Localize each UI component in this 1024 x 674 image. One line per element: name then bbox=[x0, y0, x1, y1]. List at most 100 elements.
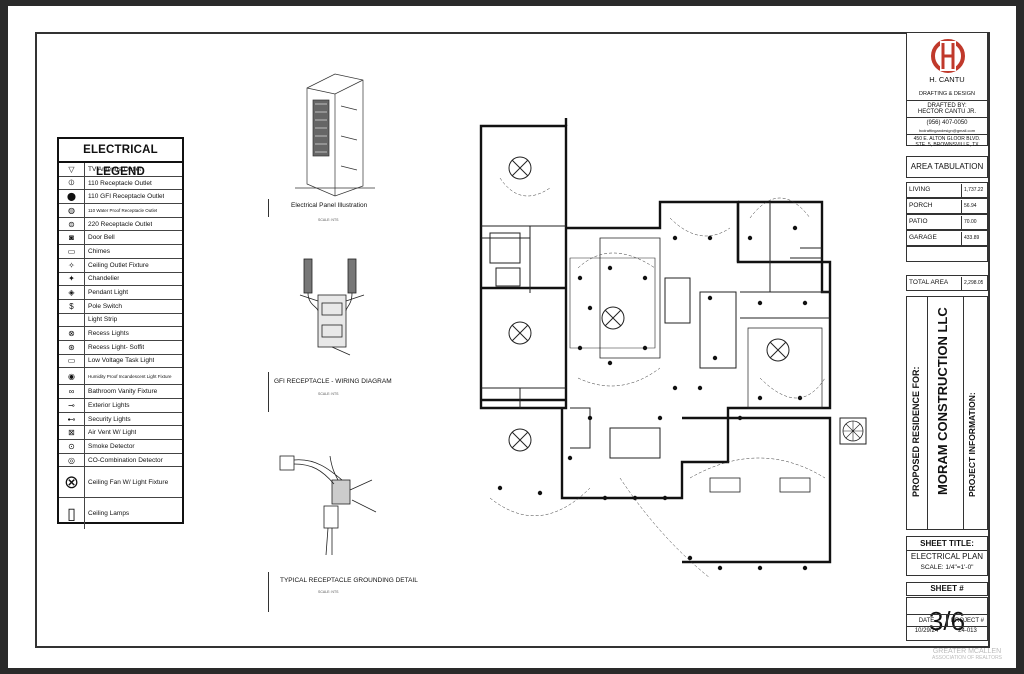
legend-label: Ceiling Lamps bbox=[88, 510, 130, 518]
recess-light-icon bbox=[607, 265, 613, 271]
date-label: DATE bbox=[906, 614, 947, 627]
sheet-border bbox=[35, 32, 990, 648]
watermark-line-2: ASSOCIATION OF REALTORS bbox=[932, 655, 1003, 661]
area-value: 1,737.22 bbox=[961, 184, 983, 198]
recess-light-icon bbox=[602, 495, 608, 501]
recess-light-icon bbox=[662, 495, 668, 501]
legend-title: ELECTRICAL LEGEND bbox=[59, 139, 182, 178]
air-vent-icon: ⊠ bbox=[59, 426, 85, 440]
recess-light-icon bbox=[672, 235, 678, 241]
legend-row: ⊙Smoke Detector bbox=[59, 440, 182, 454]
legend-label: 220 Receptacle Outlet bbox=[88, 220, 153, 228]
area-label: LIVING bbox=[909, 186, 931, 193]
legend-label: Smoke Detector bbox=[88, 442, 135, 450]
project-info-label: PROJECT INFORMATION: bbox=[967, 392, 977, 497]
recess-light-icon bbox=[717, 565, 723, 571]
legend-row: ⊗Ceiling Fan W/ Light Fixture bbox=[59, 467, 182, 499]
legend-label: Door Bell bbox=[88, 234, 115, 242]
legend-row: ⬤110 GFI Receptacle Outlet bbox=[59, 190, 182, 205]
legend-row: ∞Bathroom Vanity Fixture bbox=[59, 385, 182, 399]
legend-row: ⊠Air Vent W/ Light bbox=[59, 426, 182, 441]
legend-label: 110 Water Proof Receptacle Outlet bbox=[88, 207, 158, 213]
recess-light-icon bbox=[707, 295, 713, 301]
ceiling-outlet-icon: ✧ bbox=[59, 258, 85, 272]
company-name: H. CANTU bbox=[929, 75, 965, 84]
pole-switch-icon: $ bbox=[59, 299, 85, 313]
recess-light-icon bbox=[567, 455, 573, 461]
legend-label: TV Antenna Outlet bbox=[88, 165, 142, 173]
area-row-blank bbox=[906, 246, 988, 262]
area-tab-title: AREA TABULATION bbox=[910, 162, 984, 171]
title-block: H. CANTU DRAFTING & DESIGN DRAFTED BY: H… bbox=[906, 32, 988, 644]
recess-light-icon bbox=[587, 415, 593, 421]
gfi-wiring-diagram bbox=[299, 258, 365, 356]
email: hcdraftingandesign@gmail.com bbox=[918, 128, 976, 133]
recess-light-icon bbox=[672, 385, 678, 391]
project-box: PROPOSED RESIDENCE FOR: MORAM CONSTRUCTI… bbox=[906, 296, 988, 530]
legend-row: ▯Ceiling Lamps bbox=[59, 498, 182, 530]
legend-label: Chimes bbox=[88, 247, 111, 255]
pendant-light-icon: ◈ bbox=[59, 286, 85, 299]
legend-row: ⊜220 Receptacle Outlet bbox=[59, 217, 182, 232]
company-logo bbox=[931, 39, 965, 73]
date-project-row: DATE PROJECT # 10/29/24 24-013 bbox=[906, 614, 988, 640]
area-row: LIVING 1,737.22 bbox=[906, 182, 988, 198]
chimes-icon: ▭ bbox=[59, 245, 85, 258]
total-area-label: TOTAL AREA bbox=[909, 279, 949, 286]
recess-light-icon bbox=[757, 395, 763, 401]
sheet-title-box: SHEET TITLE: ELECTRICAL PLAN SCALE: 1/4"… bbox=[906, 536, 988, 576]
company-box: H. CANTU DRAFTING & DESIGN DRAFTED BY: H… bbox=[906, 32, 988, 148]
grounding-title: TYPICAL RECEPTACLE GROUNDING DETAIL bbox=[280, 577, 418, 584]
project-number: 24-013 bbox=[958, 628, 977, 634]
security-light-icon: ⊷ bbox=[59, 412, 85, 426]
ac-unit bbox=[839, 417, 867, 445]
recess-light-icon bbox=[577, 275, 583, 281]
legend-row: ◍110 Water Proof Receptacle Outlet bbox=[59, 204, 182, 218]
legend-label: Exterior Lights bbox=[88, 401, 130, 409]
drafter-name: HECTOR CANTU JR. bbox=[917, 109, 977, 115]
legend-row: ✦Chandelier bbox=[59, 272, 182, 287]
sheet-title: ELECTRICAL PLAN bbox=[910, 552, 984, 561]
grounding-detail bbox=[279, 455, 377, 556]
legend-row: ⊸Exterior Lights bbox=[59, 399, 182, 413]
area-label: GARAGE bbox=[909, 234, 937, 241]
legend-row: ▽TV Antenna Outlet bbox=[59, 163, 182, 177]
legend-label: Bathroom Vanity Fixture bbox=[88, 388, 158, 396]
total-area-value: 2,298.05 bbox=[961, 277, 983, 291]
ceiling-lamp-icon: ▯ bbox=[59, 498, 85, 530]
area-value: 56.94 bbox=[961, 200, 977, 214]
legend-row: ◈Pendant Light bbox=[59, 286, 182, 300]
date-value: 10/29/24 bbox=[914, 628, 939, 634]
sheet-title-label: SHEET TITLE: bbox=[920, 539, 974, 548]
legend-label: 110 GFI Receptacle Outlet bbox=[88, 193, 165, 201]
recess-light-icon bbox=[712, 355, 718, 361]
recess-light-icon bbox=[687, 555, 693, 561]
tv-antenna-icon: ▽ bbox=[59, 163, 85, 176]
recess-light-icon bbox=[802, 300, 808, 306]
panel-illustration bbox=[295, 73, 375, 197]
legend-row: ◎CO-Combination Detector bbox=[59, 453, 182, 468]
legend-row: ▭Low Voltage Task Light bbox=[59, 354, 182, 369]
panel-title: Electrical Panel Illustration bbox=[291, 202, 368, 209]
legend-label: Pole Switch bbox=[88, 302, 122, 310]
recess-light-icon bbox=[657, 415, 663, 421]
legend-row: ⊛Recess Light- Soffit bbox=[59, 340, 182, 355]
smoke-detector-icon: ⊙ bbox=[59, 440, 85, 453]
gfi-title: GFI RECEPTACLE - WIRING DIAGRAM bbox=[274, 378, 392, 385]
legend-row: ▭Chimes bbox=[59, 245, 182, 259]
recess-light-icon bbox=[642, 275, 648, 281]
exterior-light-icon: ⊸ bbox=[59, 399, 85, 412]
recess-light-icon bbox=[802, 565, 808, 571]
legend-row: Light Strip bbox=[59, 313, 182, 328]
legend-row: ◙Door Bell bbox=[59, 231, 182, 246]
recess-light-icon bbox=[587, 305, 593, 311]
legend-row: ⊷Security Lights bbox=[59, 412, 182, 427]
address-line-2: STE. 5, BROWNSVILLE, TX bbox=[915, 142, 979, 148]
ceiling-fan-icon: ⊗ bbox=[59, 467, 85, 498]
recess-light-icon bbox=[537, 490, 543, 496]
humidity-fixture-icon: ◉ bbox=[59, 368, 85, 385]
drafted-by-label: DRAFTED BY: bbox=[927, 103, 967, 109]
